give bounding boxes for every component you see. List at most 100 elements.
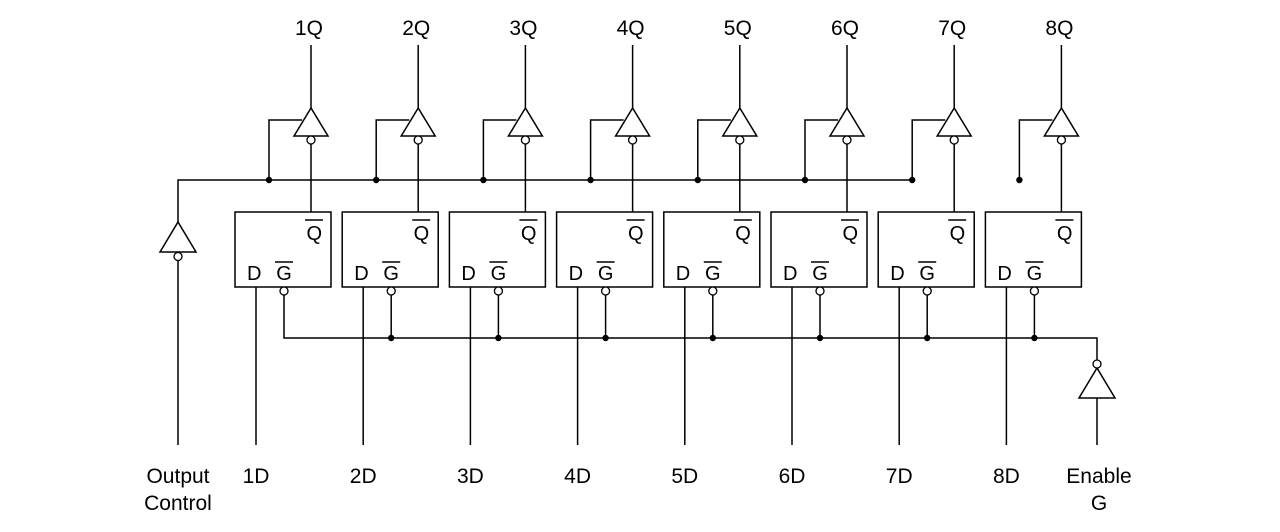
latch-g-pin-3: G xyxy=(491,263,507,285)
output-control-buffer xyxy=(158,220,198,253)
input-label-1d: 1D xyxy=(243,465,270,488)
enable-buffer xyxy=(1077,366,1117,399)
latch-q-pin-1: Q xyxy=(306,223,322,245)
output-bus-junction-4 xyxy=(587,176,594,184)
enable-label-line2: G xyxy=(1091,492,1107,515)
latch-g-bubble-8 xyxy=(1029,286,1040,296)
output-bus-junction-6 xyxy=(801,176,809,184)
enable-bus-junction-5 xyxy=(709,334,716,342)
buffer-bubble-3 xyxy=(520,135,531,145)
latch-g-bubble-3 xyxy=(493,286,504,296)
enable-inverter-bubble xyxy=(1092,359,1102,369)
buffer-bubble-8 xyxy=(1056,135,1067,145)
latch-g-bubble-4 xyxy=(600,286,611,296)
latch-q-pin-2: Q xyxy=(414,223,430,245)
latch-box-4 xyxy=(555,211,654,288)
tristate-buffer-7 xyxy=(935,106,973,137)
latch-q-pin-6: Q xyxy=(842,223,858,245)
buffer-control-wire-6 xyxy=(804,119,838,180)
latch-g-pin-4: G xyxy=(598,263,614,285)
latch-enable-bus xyxy=(283,294,1098,360)
enable-bus-junction-2 xyxy=(388,334,395,342)
output-label-8q: 8Q xyxy=(1045,17,1073,40)
tristate-buffer-3 xyxy=(507,106,544,137)
latch-g-pin-7: G xyxy=(919,263,935,285)
output-label-1q: 1Q xyxy=(295,17,323,40)
latch-q-pin-8: Q xyxy=(1057,223,1073,245)
output-label-5q: 5Q xyxy=(724,17,752,40)
latch-q-pin-5: Q xyxy=(735,223,751,245)
latch-d-pin-5: D xyxy=(676,263,690,285)
input-label-5d: 5D xyxy=(671,465,698,488)
output-label-6q: 6Q xyxy=(831,17,859,40)
output-bus-junction-8 xyxy=(1016,176,1023,184)
tristate-buffer-2 xyxy=(399,106,437,137)
latch-d-pin-4: D xyxy=(569,263,583,285)
tristate-buffer-6 xyxy=(828,106,866,137)
output-control-label-line1: Output xyxy=(146,465,209,488)
input-label-4d: 4D xyxy=(564,465,591,488)
output-bus-junction-1 xyxy=(265,176,273,184)
latch-g-pin-2: G xyxy=(383,263,399,285)
buffer-bubble-2 xyxy=(413,135,423,145)
latch-box-2 xyxy=(341,211,439,288)
enable-label-line1: Enable xyxy=(1066,465,1131,488)
output-control-label-line2: Control xyxy=(144,492,212,515)
enable-bus-junction-8 xyxy=(1031,334,1038,342)
input-label-8d: 8D xyxy=(993,465,1020,488)
buffer-bubble-4 xyxy=(627,135,638,145)
latch-g-pin-6: G xyxy=(812,263,828,285)
tristate-buffer-4 xyxy=(614,106,651,137)
latch-g-bubble-5 xyxy=(708,286,718,296)
tristate-buffer-5 xyxy=(721,106,759,137)
buffer-bubble-5 xyxy=(735,135,745,145)
latch-box-1 xyxy=(234,211,332,288)
buffer-control-wire-3 xyxy=(482,119,517,180)
latch-d-pin-7: D xyxy=(890,263,904,285)
buffer-bubble-6 xyxy=(842,135,852,145)
buffer-bubble-7 xyxy=(949,135,959,145)
output-label-7q: 7Q xyxy=(938,17,966,40)
output-bus-junction-3 xyxy=(480,176,487,184)
output-bus-junction-7 xyxy=(909,176,916,184)
input-label-7d: 7D xyxy=(886,465,913,488)
output-control-inverter-bubble xyxy=(173,251,183,262)
latch-g-pin-1: G xyxy=(276,263,292,285)
output-bus-junction-5 xyxy=(694,176,701,184)
input-label-2d: 2D xyxy=(350,465,377,488)
tristate-buffer-1 xyxy=(292,106,330,137)
latch-q-pin-3: Q xyxy=(521,223,537,245)
buffer-control-wire-4 xyxy=(589,119,624,180)
latch-g-bubble-6 xyxy=(815,286,825,296)
buffer-control-wire-5 xyxy=(697,119,731,180)
latch-q-pin-4: Q xyxy=(628,223,644,245)
output-enable-bus xyxy=(177,179,911,222)
latch-g-pin-5: G xyxy=(705,263,721,285)
output-control-circuit xyxy=(158,179,911,445)
input-label-6d: 6D xyxy=(779,465,806,488)
latch-box-5 xyxy=(663,211,761,288)
latch-q-pin-7: Q xyxy=(950,223,966,245)
latch-d-pin-3: D xyxy=(461,263,475,285)
latch-d-pin-2: D xyxy=(354,263,368,285)
latch-g-bubble-7 xyxy=(922,286,932,296)
latch-g-bubble-2 xyxy=(386,286,396,296)
buffer-bubble-1 xyxy=(306,135,316,145)
enable-bus-junction-7 xyxy=(924,334,931,342)
latch-box-8 xyxy=(984,211,1083,288)
output-label-3q: 3Q xyxy=(509,17,537,40)
enable-circuit xyxy=(283,294,1117,445)
output-bus-junction-2 xyxy=(373,176,380,184)
buffer-control-wire-8 xyxy=(1018,119,1053,180)
input-label-3d: 3D xyxy=(457,465,484,488)
latch-box-7 xyxy=(877,211,975,288)
latch-d-pin-6: D xyxy=(783,263,797,285)
output-label-2q: 2Q xyxy=(402,17,430,40)
buffer-control-wire-2 xyxy=(375,119,410,180)
output-label-4q: 4Q xyxy=(617,17,645,40)
latch-box-3 xyxy=(448,211,547,288)
enable-bus-junction-6 xyxy=(816,334,824,342)
latch-d-pin-1: D xyxy=(247,263,261,285)
